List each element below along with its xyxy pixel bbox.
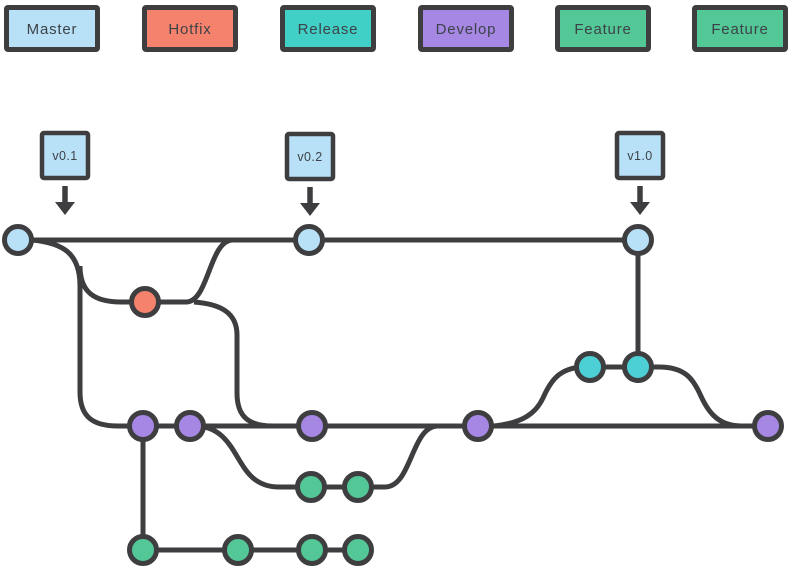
commit-node-feature2 <box>222 534 254 566</box>
legend-box <box>280 5 376 52</box>
edge-master-to-develop-branch <box>31 237 119 429</box>
legend-box <box>142 5 238 52</box>
arrow-down-icon <box>300 203 320 216</box>
commit-node-release <box>574 351 606 383</box>
commit-node-master <box>293 224 325 256</box>
commit-node-release <box>622 351 654 383</box>
legend-label: Develop <box>436 21 497 38</box>
commit-node-feature2 <box>296 534 328 566</box>
arrow-down-icon <box>630 202 650 215</box>
tag-label: v1.0 <box>627 149 652 163</box>
legend-item-feature: Feature <box>692 5 788 52</box>
tag-box <box>39 130 91 181</box>
legend-box <box>4 5 100 52</box>
legend-box <box>418 5 514 52</box>
commit-node-feature2 <box>127 534 159 566</box>
legend-label: Hotfix <box>168 21 211 38</box>
edge-branch-to-hotfix <box>77 265 145 305</box>
tag-v0.1: v0.1 <box>39 130 91 215</box>
tag-v1.0: v1.0 <box>614 130 666 215</box>
commit-node-master <box>622 224 654 256</box>
legend-item-hotfix: Hotfix <box>142 5 238 52</box>
commit-node-feature1 <box>295 471 327 503</box>
edge-develop-feature1-loop <box>198 423 439 490</box>
commit-node-develop <box>296 410 328 442</box>
commit-node-develop <box>752 410 784 442</box>
legend-item-feature: Feature <box>555 5 651 52</box>
edge-hotfix-merge-to-develop <box>193 299 274 429</box>
legend-item-release: Release <box>280 5 376 52</box>
tag-box <box>284 131 336 182</box>
commit-node-hotfix <box>129 286 161 318</box>
branch-legend: Master Hotfix Release Develop Feature Feature <box>4 5 788 52</box>
commit-node-master <box>2 224 34 256</box>
legend-box <box>555 5 651 52</box>
tag-label: v0.2 <box>297 150 322 164</box>
commit-node-feature1 <box>342 471 374 503</box>
commit-nodes <box>2 224 784 566</box>
legend-label: Feature <box>574 21 631 38</box>
commit-node-develop <box>174 410 206 442</box>
tag-label: v0.1 <box>52 149 77 163</box>
arrow-down-icon <box>55 202 75 215</box>
commit-node-feature2 <box>342 534 374 566</box>
legend-label: Feature <box>711 21 768 38</box>
tag-v0.2: v0.2 <box>284 131 336 216</box>
branch-edges <box>18 237 768 553</box>
commit-node-develop <box>127 410 159 442</box>
legend-box <box>692 5 788 52</box>
legend-item-develop: Develop <box>418 5 514 52</box>
legend-label: Master <box>27 21 78 38</box>
tag-box <box>614 130 666 181</box>
edge-develop-release-loop <box>493 364 742 429</box>
commit-node-develop <box>462 410 494 442</box>
legend-item-master: Master <box>4 5 100 52</box>
version-tags: v0.1 v0.2 v1.0 <box>39 130 666 216</box>
edge-hotfix-merge-to-master <box>145 237 234 305</box>
legend-label: Release <box>298 21 359 38</box>
